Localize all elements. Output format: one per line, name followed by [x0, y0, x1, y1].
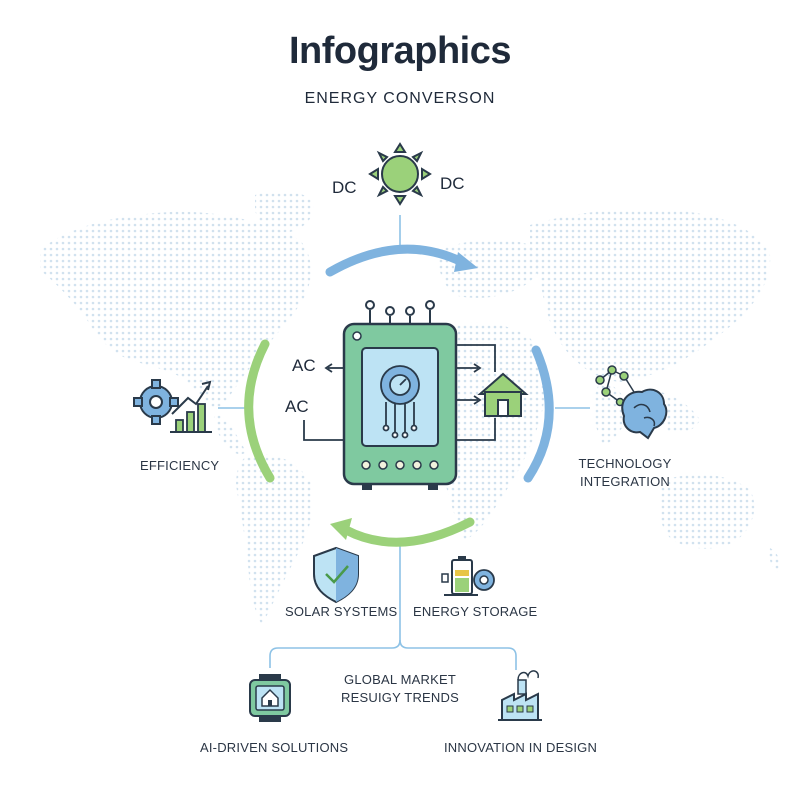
innovation-in-design-label: INNOVATION IN DESIGN — [444, 740, 598, 755]
output-arrows — [456, 344, 496, 441]
shield-check-icon — [313, 546, 359, 604]
factory-icon — [498, 670, 542, 721]
page-subtitle: ENERGY CONVERSON — [304, 90, 496, 107]
ai-driven-solutions-label: AI-DRIVEN SOLUTIONS — [200, 740, 349, 755]
ac-arrows — [303, 363, 344, 441]
ac-label-bottom: AC — [285, 397, 309, 416]
technology-label-line1: TECHNOLOGY — [578, 456, 672, 471]
dc-label-right: DC — [440, 174, 465, 193]
inverter-device-icon — [342, 300, 458, 490]
green-arc-bottom — [330, 517, 475, 547]
technology-label-line2: INTEGRATION — [579, 474, 671, 489]
blue-arc-right — [523, 345, 554, 483]
battery-gear-icon — [441, 556, 495, 596]
solar-systems-label: SOLAR SYSTEMS — [285, 604, 398, 619]
house-icon — [477, 372, 529, 417]
green-arc-left — [244, 339, 275, 483]
ac-label-top: AC — [292, 356, 316, 375]
world-map — [40, 190, 780, 625]
smartwatch-home-icon — [249, 674, 291, 722]
efficiency-label: EFFICIENCY — [140, 458, 220, 473]
page-title: Infographics — [288, 30, 512, 72]
global-market-label-line1: GLOBAL MARKET — [344, 672, 456, 687]
sun-icon — [368, 142, 432, 206]
dc-label-left: DC — [332, 178, 357, 197]
global-market-label-line2: RESUIGY TRENDS — [341, 690, 459, 705]
blue-arc-top — [325, 244, 478, 277]
brain-network-icon — [595, 365, 668, 440]
gear-chart-icon — [133, 379, 212, 433]
energy-storage-label: ENERGY STORAGE — [413, 604, 538, 619]
